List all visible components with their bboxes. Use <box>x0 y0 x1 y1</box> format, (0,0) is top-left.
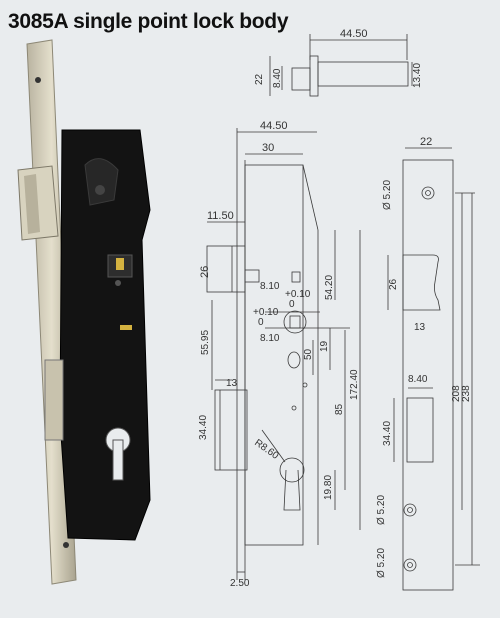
dim-follower-tol-plus: +0.10 <box>285 289 311 300</box>
lock-photo <box>17 39 151 585</box>
dim-fp-238: 238 <box>461 385 472 402</box>
dim-hole-top: Ø 5.20 <box>382 180 393 210</box>
product-title: 3085A single point lock body <box>8 10 289 33</box>
dim-slot-50: 50 <box>303 348 314 360</box>
dim-radius: R8.60 <box>252 437 281 462</box>
dim-top-right: 13.40 <box>412 63 423 88</box>
drawing-lines <box>206 34 480 591</box>
dim-85: 85 <box>334 403 345 415</box>
dim-cyl-1980: 19.80 <box>323 475 334 500</box>
dim-top-left-a: 22 <box>254 73 265 85</box>
dim-latch-hole-w: 13 <box>414 322 426 333</box>
dim-hole-bot: Ø 5.20 <box>376 548 387 578</box>
dim-follower-tol2-zero: 0 <box>258 317 264 328</box>
dim-follower-y: 8.10 <box>260 333 280 344</box>
dim-deadbolt-w: 13 <box>226 378 238 389</box>
dim-latch-hole-h: 26 <box>388 278 399 290</box>
dim-deadbolt-h: 34.40 <box>198 415 209 440</box>
dim-top-width: 44.50 <box>340 28 368 40</box>
dim-bottom-thick: 2.50 <box>230 578 250 589</box>
dim-bolt-hole-h: 34.40 <box>382 421 393 446</box>
dim-follower-tol-zero: 0 <box>289 299 295 310</box>
dim-bolt-hole-w: 8.40 <box>408 374 428 385</box>
dim-center-17240: 172.40 <box>349 369 360 400</box>
dim-faceplate-width: 22 <box>420 136 432 148</box>
dim-front-backset: 30 <box>262 142 274 154</box>
dim-fp-208: 208 <box>451 385 462 402</box>
dim-front-width: 44.50 <box>260 120 288 132</box>
dim-follower-x: 8.10 <box>260 281 280 292</box>
dim-latch-height: 26 <box>199 266 211 278</box>
dim-5595: 55.95 <box>200 330 211 355</box>
dim-hole-mid: Ø 5.20 <box>376 495 387 525</box>
dim-latch-proj: 11.50 <box>207 210 234 222</box>
dim-upper-span: 54.20 <box>324 275 335 300</box>
dim-slot-19: 19 <box>319 340 330 352</box>
dim-top-left-b: 8.40 <box>272 68 283 88</box>
dim-follower-tol2-plus: +0.10 <box>253 307 279 318</box>
